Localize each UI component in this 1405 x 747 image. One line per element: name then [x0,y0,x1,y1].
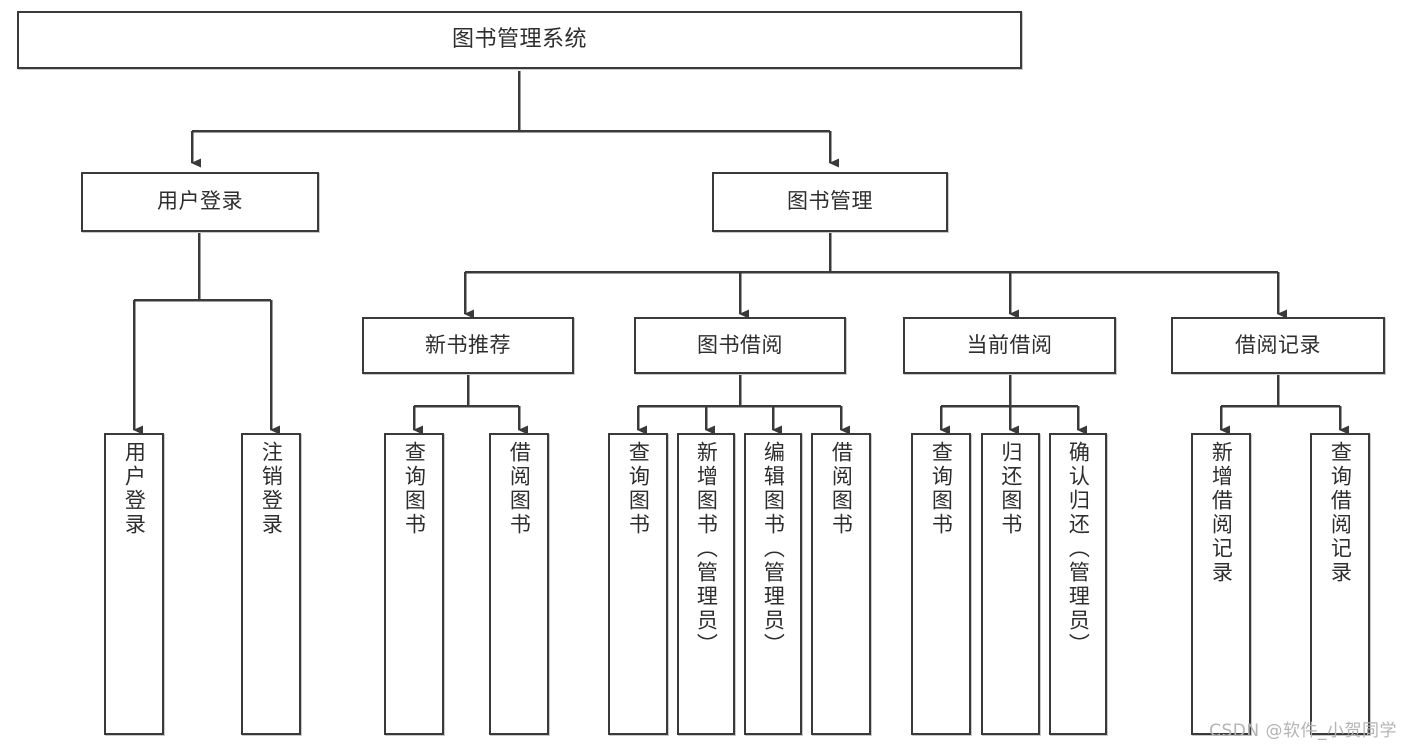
leaf-return-books[interactable]: 归还图书 [981,433,1040,735]
leaf-label: 归还图书 [998,441,1023,537]
leaf-label: 用户登录 [122,441,147,537]
leaf-query-borrow-record[interactable]: 查询借阅记录 [1310,433,1370,735]
node-current-borrowing[interactable]: 当前借阅 [903,317,1116,374]
node-book-borrowing[interactable]: 图书借阅 [634,317,846,374]
leaf-label: 编辑图书（管理员） [761,441,786,657]
leaf-query-books-borrow[interactable]: 查询图书 [608,433,668,735]
leaf-label: 借阅图书 [829,441,854,537]
node-new-book-recommendation[interactable]: 新书推荐 [362,317,574,374]
leaf-label: 查询图书 [626,441,651,537]
leaf-borrow-books-borrow[interactable]: 借阅图书 [811,433,871,735]
leaf-label: 查询借阅记录 [1328,441,1353,585]
leaf-label: 查询图书 [929,441,954,537]
leaf-logout[interactable]: 注销登录 [241,433,301,735]
node-user-login[interactable]: 用户登录 [81,172,319,232]
leaf-edit-book-admin[interactable]: 编辑图书（管理员） [744,433,802,735]
leaf-label: 查询图书 [402,441,427,537]
leaf-confirm-return-admin[interactable]: 确认归还（管理员） [1049,433,1107,735]
watermark-text: CSDN @软件_小贺同学 [1209,721,1397,741]
leaf-query-books-recommend[interactable]: 查询图书 [384,433,444,735]
node-borrow-records[interactable]: 借阅记录 [1171,317,1385,374]
leaf-query-books-current[interactable]: 查询图书 [911,433,971,735]
leaf-label: 新增图书（管理员） [694,441,719,657]
leaf-label: 确认归还（管理员） [1066,441,1091,657]
node-book-management[interactable]: 图书管理 [712,172,948,232]
leaf-user-login[interactable]: 用户登录 [104,433,164,735]
leaf-label: 借阅图书 [507,441,532,537]
leaf-add-borrow-record[interactable]: 新增借阅记录 [1191,433,1251,735]
leaf-label: 注销登录 [259,441,284,537]
node-root-library-system[interactable]: 图书管理系统 [17,11,1022,69]
leaf-add-book-admin[interactable]: 新增图书（管理员） [677,433,735,735]
leaf-borrow-books-recommend[interactable]: 借阅图书 [489,433,549,735]
leaf-label: 新增借阅记录 [1209,441,1234,585]
